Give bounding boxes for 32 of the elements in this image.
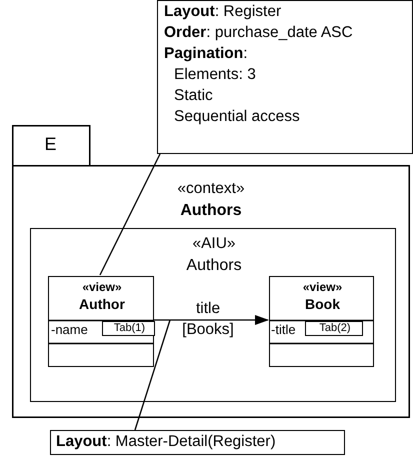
note-line: Elements: 3 — [174, 66, 256, 85]
class-name: Book — [304, 296, 341, 313]
package-name: E — [43, 134, 58, 156]
arrow — [153, 315, 269, 325]
attribute: -title — [271, 322, 296, 338]
stereotype: «view» — [81, 280, 123, 294]
note-line: Order: purchase_date ASC — [164, 24, 353, 43]
note-line: Static — [174, 87, 213, 106]
context-name: Authors — [179, 201, 243, 220]
leader-line — [99, 154, 161, 276]
note-line: Pagination: — [164, 45, 248, 64]
tab-label: Tab(1) — [112, 322, 146, 336]
aiu-name: Authors — [185, 256, 243, 276]
note-line: Layout: Master-Detail(Register) — [56, 433, 276, 452]
stereotype: «AIU» — [191, 235, 237, 254]
stereotype: «view» — [302, 280, 344, 294]
class-name: Author — [78, 296, 126, 313]
note-line: Sequential access — [174, 108, 300, 127]
package-frame — [12, 125, 410, 418]
note-line: Layout: Register — [164, 3, 282, 22]
attribute: -name — [51, 322, 88, 338]
edge-label: title [Books] — [181, 299, 235, 340]
tab-tag — [305, 321, 363, 336]
leader-line — [134, 320, 171, 430]
tab-label: Tab(2) — [318, 322, 352, 336]
note-box — [157, 0, 413, 154]
stereotype: «context» — [176, 180, 246, 199]
aiu-frame — [30, 228, 396, 402]
note-box — [50, 430, 345, 455]
class-box — [48, 276, 154, 367]
class-box — [269, 276, 374, 367]
tab-tag — [102, 321, 155, 336]
